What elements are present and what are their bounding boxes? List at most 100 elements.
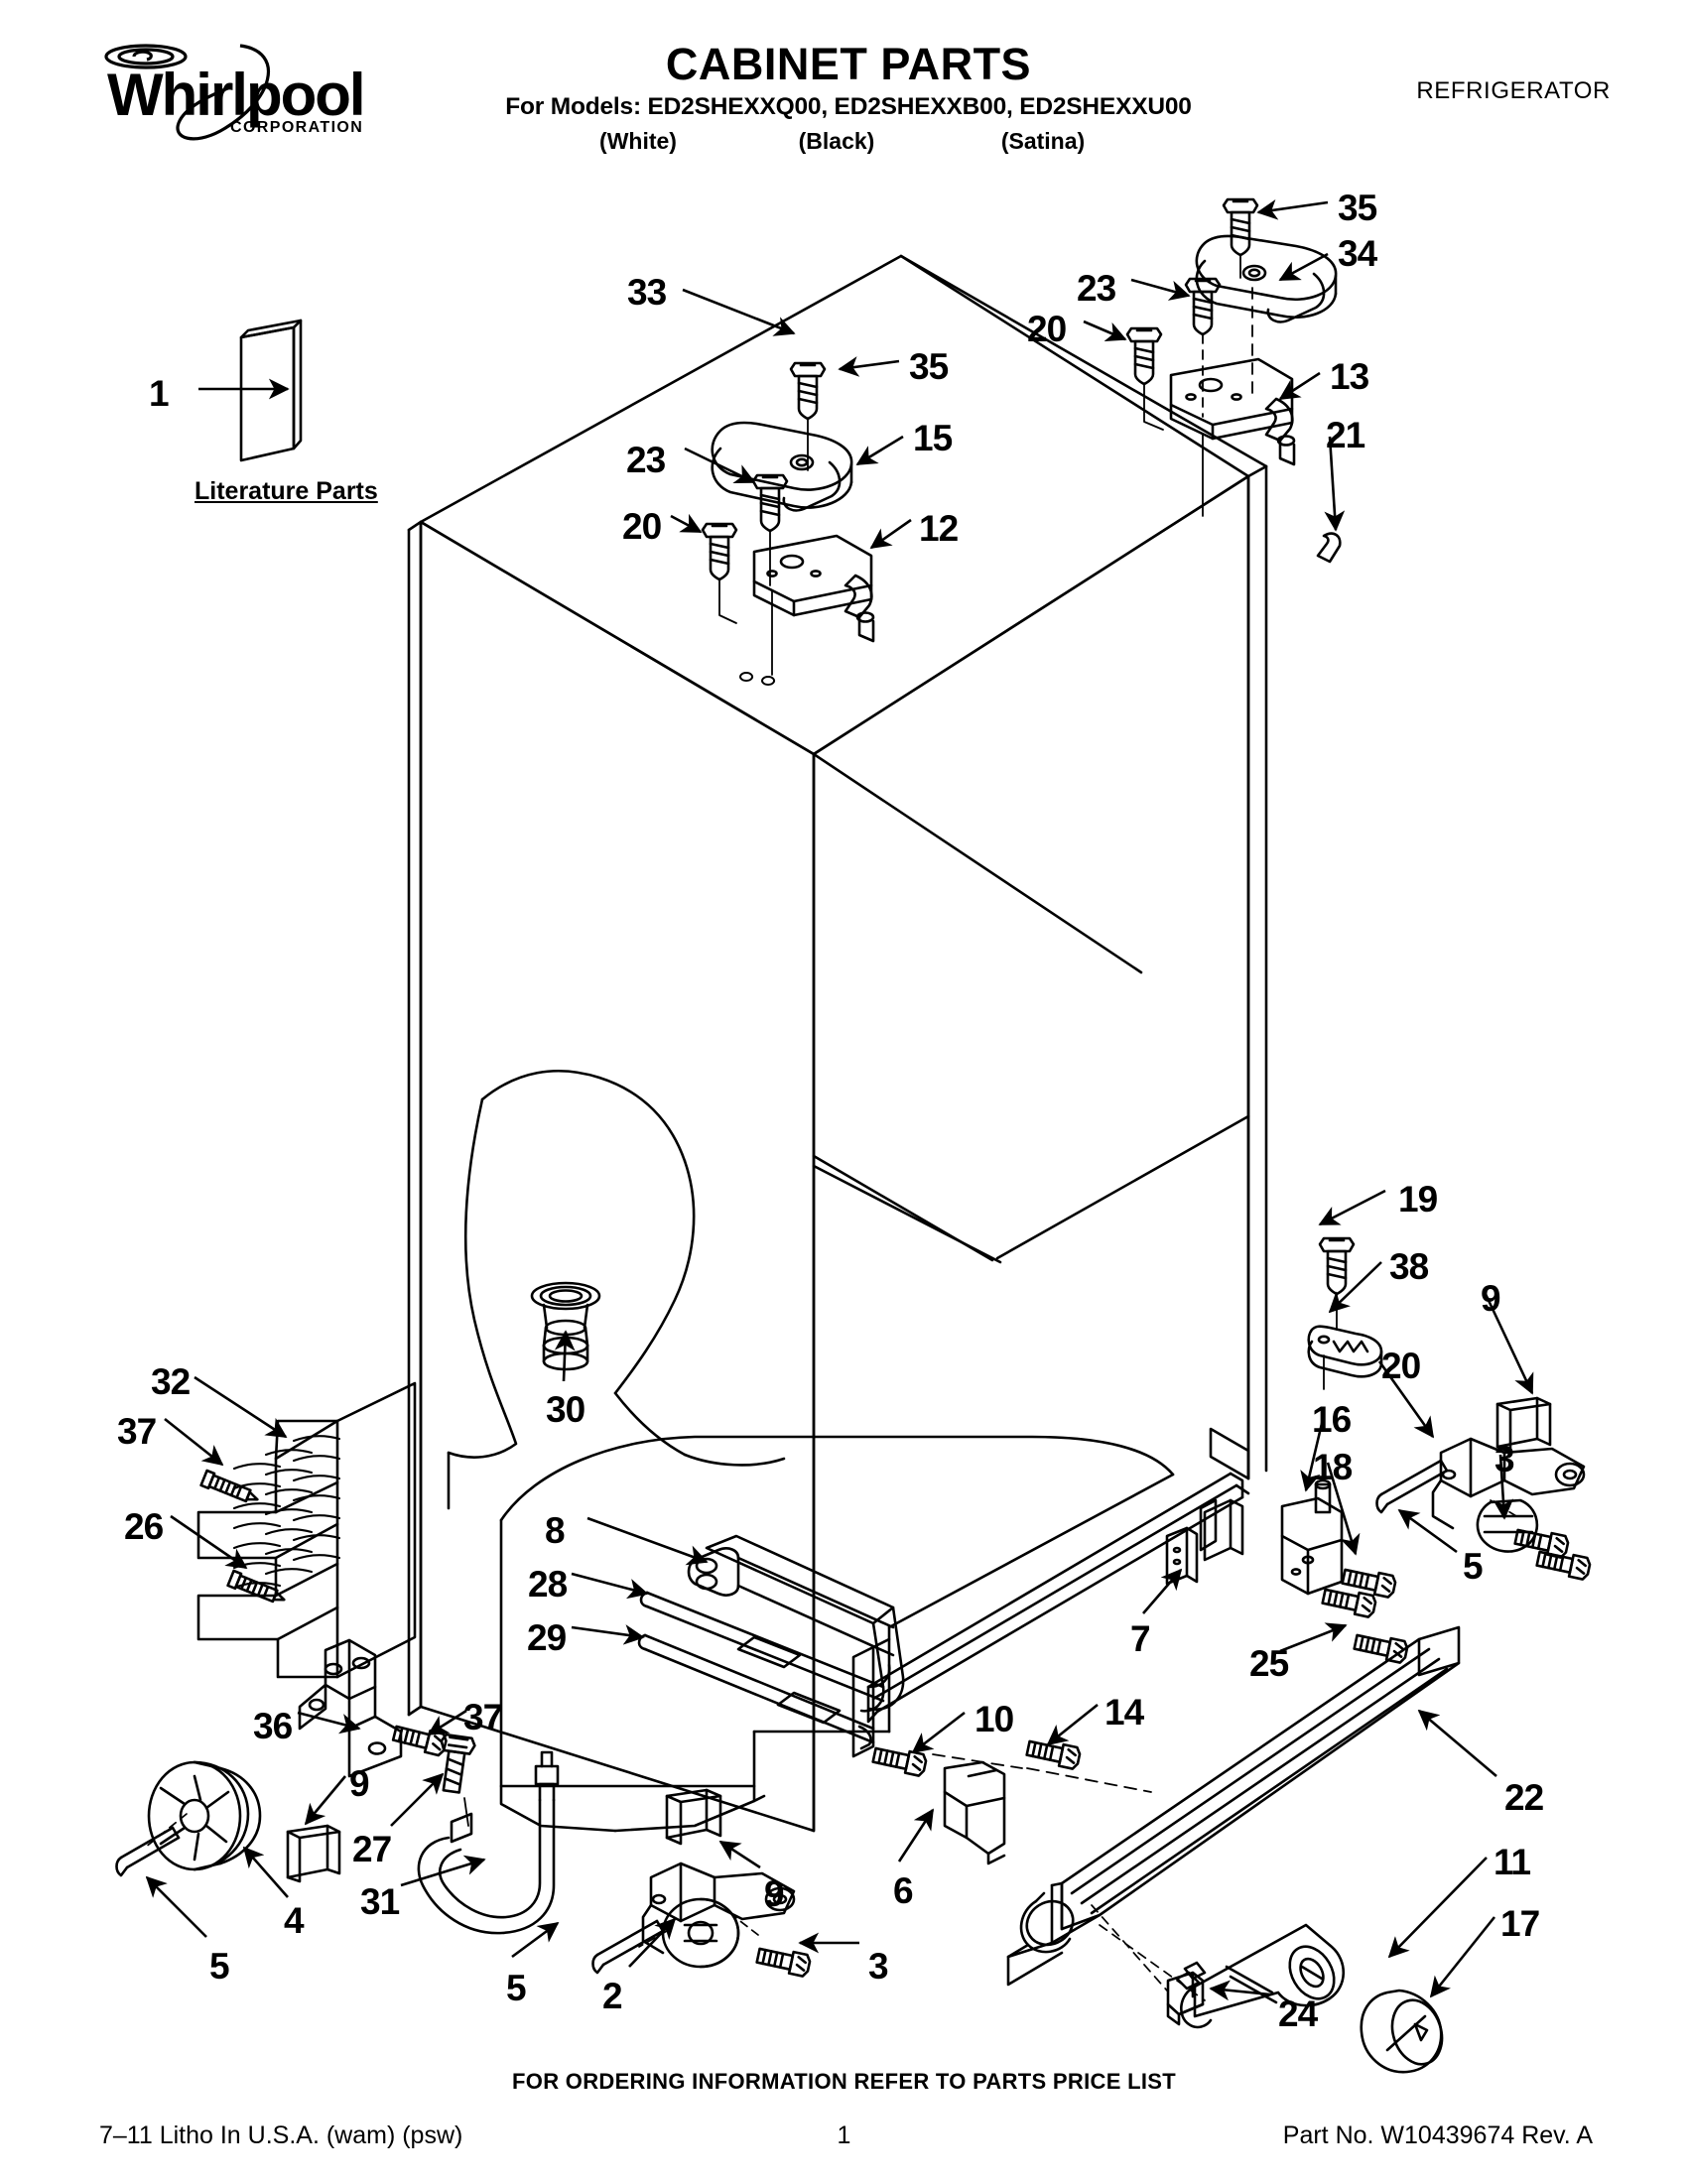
callout-15: 15 [913, 418, 953, 458]
part-25-screw-a [1321, 1588, 1377, 1618]
part-20-roller-assembly-right [1431, 1437, 1586, 1553]
callout-20b: 20 [1027, 309, 1067, 349]
callout-30: 30 [546, 1389, 585, 1430]
finish-white: (White) [599, 127, 677, 154]
callout-34: 34 [1338, 233, 1377, 274]
callout-35a: 35 [909, 346, 949, 387]
part-26-screw-grille [226, 1569, 286, 1604]
callout-12: 12 [919, 508, 959, 549]
callout-29: 29 [527, 1617, 567, 1658]
callout-23a: 23 [626, 440, 666, 480]
part-38-retainer [1307, 1325, 1383, 1378]
part-25-screw-b [1353, 1633, 1409, 1664]
callout-10: 10 [974, 1699, 1014, 1739]
part-32-grille [196, 1381, 417, 1679]
part-16-bracket [1280, 1478, 1344, 1596]
part-7-brackets [1165, 1498, 1244, 1586]
literature-parts-caption: Literature Parts [195, 477, 378, 505]
callout-5a: 5 [209, 1946, 230, 1987]
part-15-hinge-cover [711, 421, 853, 512]
callout-37b: 37 [463, 1697, 503, 1737]
part-3-screw-center [755, 1947, 812, 1978]
part-13-hinge-plate [1169, 357, 1296, 466]
part-22-base-grille [1006, 1625, 1461, 1987]
part-19-screw [1318, 1236, 1356, 1296]
callout-33: 33 [627, 272, 667, 313]
callout-32: 32 [151, 1361, 191, 1402]
part-27-leveling-screw [440, 1733, 476, 1794]
callout-16: 16 [1312, 1399, 1352, 1440]
leader-lines [145, 199, 1534, 2001]
part-8-condenser [687, 1534, 905, 1713]
callout-6: 6 [893, 1870, 914, 1911]
callout-14: 14 [1104, 1692, 1144, 1733]
part-36-bracket [298, 1638, 403, 1778]
part-5-axle-pin-left [115, 1826, 181, 1877]
callout-5b: 5 [506, 1968, 527, 2008]
category-label: REFRIGERATOR [1416, 77, 1611, 104]
ordering-note: FOR ORDERING INFORMATION REFER TO PARTS … [512, 2069, 1176, 2094]
callout-35b: 35 [1338, 188, 1377, 228]
part-35-screw-right [1222, 197, 1259, 257]
callout-3a: 3 [868, 1946, 889, 1987]
callout-31: 31 [360, 1881, 400, 1922]
callout-9d: 9 [1481, 1278, 1501, 1319]
title-block: CABINET PARTS For Models: ED2SHEXXQ00, E… [417, 42, 1280, 155]
callout-28: 28 [528, 1564, 568, 1605]
callout-4: 4 [284, 1900, 305, 1941]
part-37-screw-grille [199, 1469, 259, 1503]
part-10-screw [871, 1746, 928, 1777]
whirlpool-logo: Whirlpool CORPORATION [91, 40, 379, 149]
callout-20c: 20 [1381, 1346, 1421, 1386]
part-31-drain-tube [417, 1750, 560, 1935]
svg-text:Whirlpool: Whirlpool [107, 62, 364, 128]
part-21-clip [1316, 532, 1342, 564]
callout-9a: 9 [349, 1763, 370, 1804]
part-4-roller-wheel [147, 1760, 262, 1871]
part-9-bumper-center [665, 1788, 722, 1846]
part-23-screw-right [1184, 277, 1222, 336]
page-title: CABINET PARTS [665, 39, 1032, 89]
svg-text:CORPORATION: CORPORATION [230, 119, 363, 136]
part-12-hinge-plate [752, 534, 875, 643]
callout-18: 18 [1313, 1447, 1353, 1487]
callout-8: 8 [545, 1510, 566, 1551]
callout-9b: 9 [764, 1873, 785, 1914]
finish-row: (White) (Black) (Satina) [417, 128, 1280, 155]
lower-liner-pan [499, 1435, 1175, 1833]
part-6-bracket [943, 1760, 1006, 1865]
finish-satina: (Satina) [1000, 127, 1086, 154]
callout-25: 25 [1249, 1643, 1289, 1684]
callout-20a: 20 [622, 506, 662, 547]
part-25-screw-c [1535, 1550, 1592, 1581]
part-11-water-filter [1175, 1923, 1345, 2029]
part-28-tube [639, 1591, 885, 1703]
callout-22: 22 [1504, 1777, 1544, 1818]
literature-booklet-shape [239, 319, 303, 462]
callout-1: 1 [149, 373, 170, 414]
cabinet-shell [407, 254, 1268, 1833]
part-17-filter-cap [1360, 1989, 1444, 2074]
callout-17: 17 [1500, 1903, 1540, 1944]
callout-5c: 5 [1463, 1546, 1484, 1587]
part-34-hinge-cover [1195, 234, 1338, 323]
part-20-screw-right [1125, 326, 1163, 386]
callout-26: 26 [124, 1506, 164, 1547]
callout-7: 7 [1130, 1618, 1151, 1659]
callout-37a: 37 [117, 1411, 157, 1452]
part-20-screw-left [701, 522, 738, 581]
part-14-screw [1025, 1739, 1082, 1770]
finish-black: (Black) [798, 127, 875, 154]
footer-row: 7–11 Litho In U.S.A. (wam) (psw) Part No… [99, 2121, 1593, 2150]
callout-27: 27 [352, 1829, 392, 1869]
part-18-screw [1341, 1568, 1397, 1599]
callout-24: 24 [1278, 1993, 1318, 2034]
part-35-screw-left [789, 361, 827, 421]
callout-21: 21 [1326, 415, 1365, 455]
callout-2: 2 [602, 1976, 623, 2016]
litho-info: 7–11 Litho In U.S.A. (wam) (psw) [99, 2121, 463, 2149]
part-9-bumper-left [286, 1824, 341, 1883]
callout-11: 11 [1493, 1842, 1531, 1882]
